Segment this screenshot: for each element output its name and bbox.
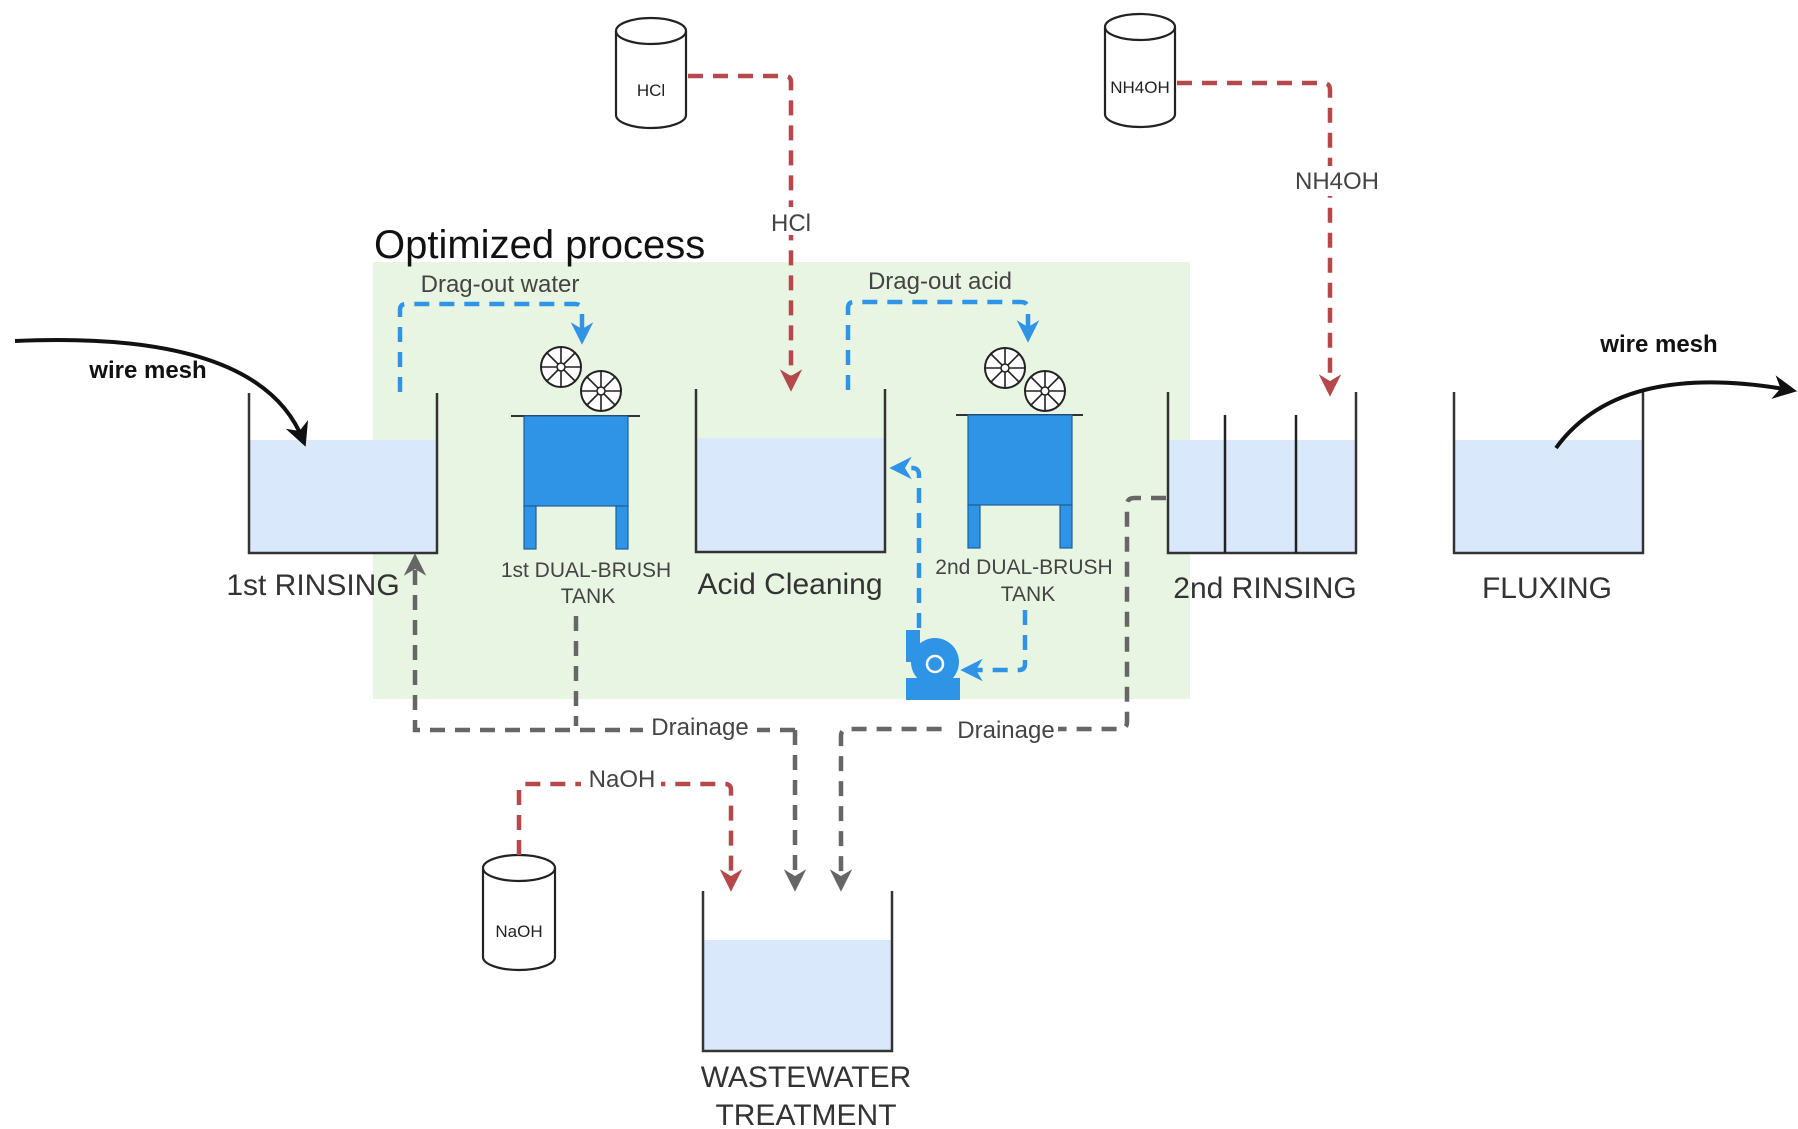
hcl-flow-label: HCl xyxy=(771,210,811,237)
pump-to-acid-arrow xyxy=(889,456,922,628)
dragout-water-label: Drag-out water xyxy=(421,271,580,298)
nh4oh-container-icon xyxy=(1103,12,1177,129)
brush-wheels-2-icon xyxy=(984,347,1066,412)
brush-wheels-1-icon xyxy=(540,346,622,412)
drainage-right-arrow xyxy=(829,495,1166,892)
dragout-water-arrow xyxy=(397,301,594,392)
tank-wastewater-treatment xyxy=(701,891,894,1053)
label-wastewater-line1: WASTEWATER xyxy=(701,1061,912,1094)
label-1st-rinsing: 1st RINSING xyxy=(226,569,399,602)
dual-brush-tank-1 xyxy=(511,415,640,550)
dragout-acid-arrow xyxy=(845,299,1040,390)
naoh-container-icon xyxy=(481,853,557,972)
label-2nd-dual-brush-line1: 2nd DUAL-BRUSH xyxy=(935,556,1112,579)
nh4oh-container-label: NH4OH xyxy=(1110,78,1170,97)
drainage-left-label: Drainage xyxy=(651,714,748,741)
label-fluxing: FLUXING xyxy=(1482,572,1612,605)
dragout-acid-label: Drag-out acid xyxy=(868,268,1012,295)
optimized-process-title: Optimized process xyxy=(374,223,705,267)
nh4oh-flow-label: NH4OH xyxy=(1295,168,1379,195)
wire-mesh-out-label: wire mesh xyxy=(1599,331,1717,358)
pump-icon xyxy=(906,630,960,700)
tank-1st-rinsing xyxy=(247,393,439,555)
hcl-container-icon xyxy=(614,16,688,130)
label-wastewater-line2: TREATMENT xyxy=(715,1099,896,1129)
dual-brush-tank-2 xyxy=(956,414,1083,549)
naoh-container-label: NaOH xyxy=(495,922,542,941)
brush2-to-pump-arrow xyxy=(960,610,1028,682)
wire-mesh-in-arrow xyxy=(14,338,309,447)
label-1st-dual-brush-line2: TANK xyxy=(561,585,615,608)
tank-fluxing xyxy=(1452,392,1645,555)
naoh-flow-label: NaOH xyxy=(589,766,656,793)
label-acid-cleaning: Acid Cleaning xyxy=(697,568,882,601)
label-1st-dual-brush-line1: 1st DUAL-BRUSH xyxy=(501,559,671,582)
tank-2nd-rinsing xyxy=(1166,392,1358,555)
naoh-feed-arrow xyxy=(516,781,743,892)
label-2nd-rinsing: 2nd RINSING xyxy=(1173,572,1356,605)
hcl-container-label: HCl xyxy=(637,81,665,100)
drainage-right-label: Drainage xyxy=(957,717,1054,744)
nh4oh-feed-arrow xyxy=(1177,80,1342,397)
label-2nd-dual-brush-line2: TANK xyxy=(1001,583,1055,606)
hcl-feed-arrow xyxy=(688,73,803,392)
wire-mesh-out-arrow xyxy=(1554,375,1798,450)
wire-mesh-in-label: wire mesh xyxy=(88,357,206,384)
tank-acid-cleaning xyxy=(694,389,887,554)
